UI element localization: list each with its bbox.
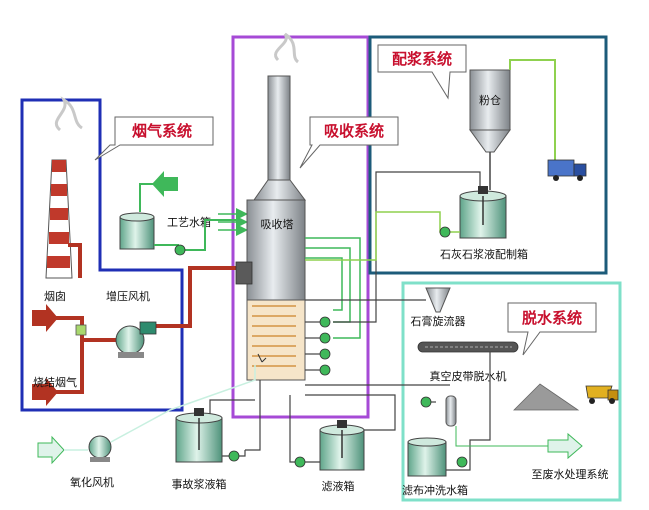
chimney-label: 烟囱 bbox=[44, 289, 66, 303]
callout-absorption: 吸收系统 bbox=[299, 116, 399, 169]
flue-gas-inlet-arrow-bottom bbox=[32, 378, 58, 406]
limestone-slurry-tank bbox=[459, 186, 507, 239]
limestone-slurry-tank-label: 石灰石浆液配制箱 bbox=[440, 247, 528, 261]
slurry-feed-line bbox=[305, 211, 460, 261]
filtrate-pump bbox=[294, 456, 306, 468]
booster-fan bbox=[115, 321, 157, 358]
absorber-label: 吸收塔 bbox=[261, 217, 294, 231]
callout-dewater: 脱水系统 bbox=[507, 302, 597, 356]
process-water-tank-label: 工艺水箱 bbox=[167, 215, 211, 229]
callout-slurry: 配浆系统 bbox=[377, 44, 467, 100]
damper bbox=[75, 324, 87, 336]
wash-pump bbox=[456, 456, 468, 468]
process-water-tank bbox=[119, 212, 155, 250]
vacuum-belt-filter bbox=[417, 341, 519, 353]
water-headers bbox=[218, 208, 248, 236]
chimney bbox=[45, 96, 83, 279]
absorber-bottom-lines bbox=[209, 171, 481, 451]
filtrate-tank-label: 滤液箱 bbox=[322, 479, 355, 493]
filter-cloth-wash-tank bbox=[407, 437, 447, 477]
wastewater-arrow bbox=[547, 432, 583, 460]
filtrate-tank bbox=[319, 420, 365, 471]
flue-gas-inlet-arrow-top bbox=[32, 304, 58, 332]
to-wastewater-label: 至废水处理系统 bbox=[532, 467, 609, 481]
absorber-tower bbox=[235, 32, 306, 381]
flue-gas-system-boundary bbox=[20, 98, 184, 412]
callout-flue-gas: 烟气系统 bbox=[94, 116, 214, 161]
emergency-pump bbox=[228, 450, 240, 462]
callout-absorption-text: 吸收系统 bbox=[324, 122, 384, 140]
callout-dewater-text: 脱水系统 bbox=[522, 309, 582, 327]
absorption-system-boundary bbox=[231, 35, 370, 419]
oxidation-air-inlet-arrow bbox=[37, 435, 65, 465]
gypsum-cyclone-label: 石膏旋流器 bbox=[411, 314, 466, 328]
emergency-slurry-tank bbox=[175, 408, 223, 463]
slurry-feed-pump bbox=[439, 226, 451, 238]
delivery-truck bbox=[547, 159, 587, 181]
filtrate-receiver bbox=[445, 395, 457, 427]
callout-flue-gas-text: 烟气系统 bbox=[132, 122, 192, 140]
vacuum-pump bbox=[420, 396, 432, 408]
dump-truck bbox=[585, 385, 619, 404]
callout-slurry-text: 配浆系统 bbox=[392, 50, 452, 68]
water-pump bbox=[174, 244, 186, 256]
recycle-pumps bbox=[319, 316, 331, 376]
oxidation-fan-label: 氧化风机 bbox=[70, 475, 114, 489]
gypsum-cyclone bbox=[425, 287, 451, 313]
emergency-slurry-tank-label: 事故浆液箱 bbox=[172, 477, 227, 491]
sintering-flue-gas-label: 烧结烟气 bbox=[33, 375, 77, 389]
silo-label: 粉仓 bbox=[479, 93, 501, 107]
dewater-system-boundary bbox=[401, 281, 622, 502]
silo bbox=[469, 69, 511, 153]
oxidation-air-line bbox=[64, 365, 256, 451]
vacuum-belt-filter-label: 真空皮带脱水机 bbox=[430, 369, 507, 383]
gypsum-pile bbox=[513, 383, 580, 411]
oxidation-fan bbox=[88, 435, 112, 462]
booster-fan-label: 增压风机 bbox=[106, 289, 150, 303]
truck-to-silo-line bbox=[509, 59, 556, 160]
slurry-system-boundary bbox=[368, 35, 608, 275]
recycle-lines bbox=[305, 237, 361, 339]
filter-cloth-wash-tank-label: 滤布冲洗水箱 bbox=[402, 483, 468, 497]
